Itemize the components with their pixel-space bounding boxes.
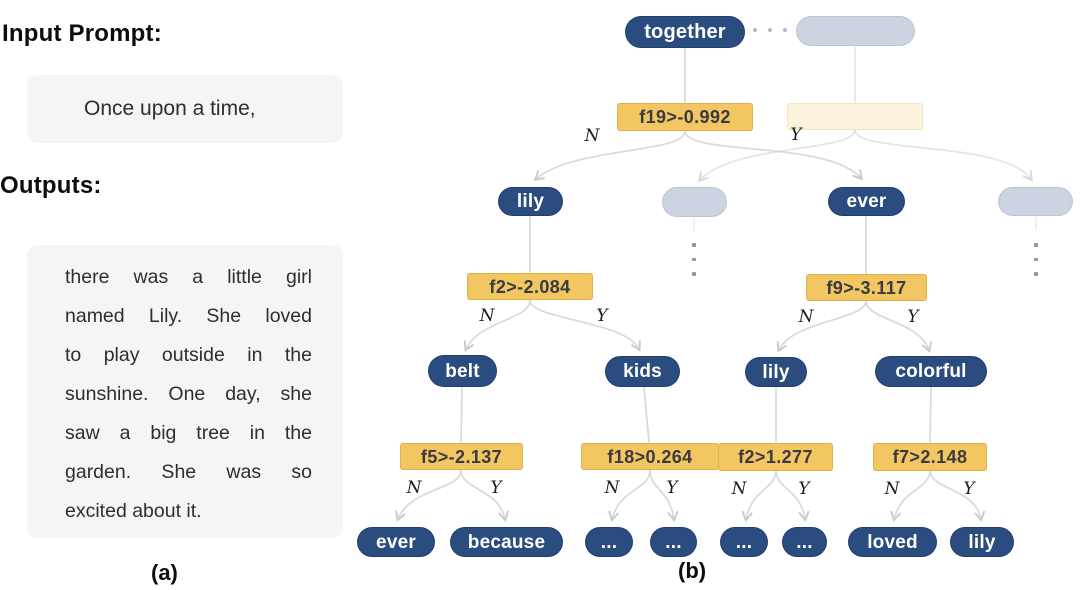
branch-label-n: N [584, 126, 600, 146]
branch-label-y: Y [490, 478, 502, 498]
decision-f2-right: f2>1.277 [718, 443, 833, 471]
token-leaf-loved: loved [848, 527, 937, 557]
branch-label-y: Y [798, 479, 810, 499]
outputs-heading: Outputs: [0, 172, 102, 199]
token-lily-level3: lily [745, 357, 807, 387]
token-leaf-ellipsis: ... [720, 527, 768, 557]
token-lily-level2: lily [498, 187, 563, 216]
output-line: garden. She was so [65, 461, 312, 483]
token-kids: kids [605, 356, 680, 387]
token-hidden-level2-right [998, 187, 1073, 216]
token-leaf-lily: lily [950, 527, 1014, 557]
token-belt: belt [428, 355, 497, 387]
output-line: to play outside in the [65, 344, 312, 366]
branch-label-y: Y [790, 125, 802, 145]
branch-label-n: N [884, 479, 900, 499]
branch-label-n: N [798, 307, 814, 327]
token-hidden-root [796, 16, 915, 46]
horizontal-ellipsis-icon [753, 28, 787, 32]
output-line: sunshine. One day, she [65, 383, 312, 405]
decision-f5: f5>-2.137 [400, 443, 523, 470]
output-line: there was a little girl [65, 266, 312, 288]
output-line: excited about it. [65, 500, 202, 522]
branch-label-n: N [731, 479, 747, 499]
token-leaf-because: because [450, 527, 563, 557]
branch-label-y: Y [666, 478, 678, 498]
vertical-ellipsis-icon [1033, 243, 1039, 287]
output-line: saw a big tree in the [65, 422, 312, 444]
input-prompt-heading: Input Prompt: [2, 20, 162, 47]
vertical-ellipsis-icon [691, 243, 697, 287]
outputs-box: there was a little girl named Lily. She … [27, 245, 343, 538]
token-together: together [625, 16, 745, 48]
decision-f2-left: f2>-2.084 [467, 273, 593, 300]
token-colorful: colorful [875, 356, 987, 387]
token-leaf-ellipsis: ... [585, 527, 633, 557]
decision-hidden-root [787, 103, 923, 130]
branch-label-n: N [479, 306, 495, 326]
caption-b: (b) [678, 558, 707, 583]
decision-f9: f9>-3.117 [806, 274, 927, 301]
decision-f18: f18>0.264 [581, 443, 719, 470]
branch-label-n: N [604, 478, 620, 498]
caption-a: (a) [151, 560, 178, 585]
decision-f19: f19>-0.992 [617, 103, 753, 131]
input-prompt-text: Once upon a time, [84, 97, 256, 120]
branch-label-y: Y [963, 479, 975, 499]
input-prompt-box: Once upon a time, [27, 75, 343, 143]
token-leaf-ellipsis: ... [782, 527, 827, 557]
token-ever-level2: ever [828, 187, 905, 216]
branch-label-y: Y [907, 307, 919, 327]
branch-label-y: Y [596, 306, 608, 326]
decision-f7: f7>2.148 [873, 443, 987, 471]
branch-label-n: N [406, 478, 422, 498]
outputs-text: there was a little girl named Lily. She … [27, 245, 343, 531]
token-leaf-ellipsis: ... [650, 527, 697, 557]
token-leaf-ever: ever [357, 527, 435, 557]
token-hidden-level2-left [662, 187, 727, 217]
output-line: named Lily. She loved [65, 305, 312, 327]
